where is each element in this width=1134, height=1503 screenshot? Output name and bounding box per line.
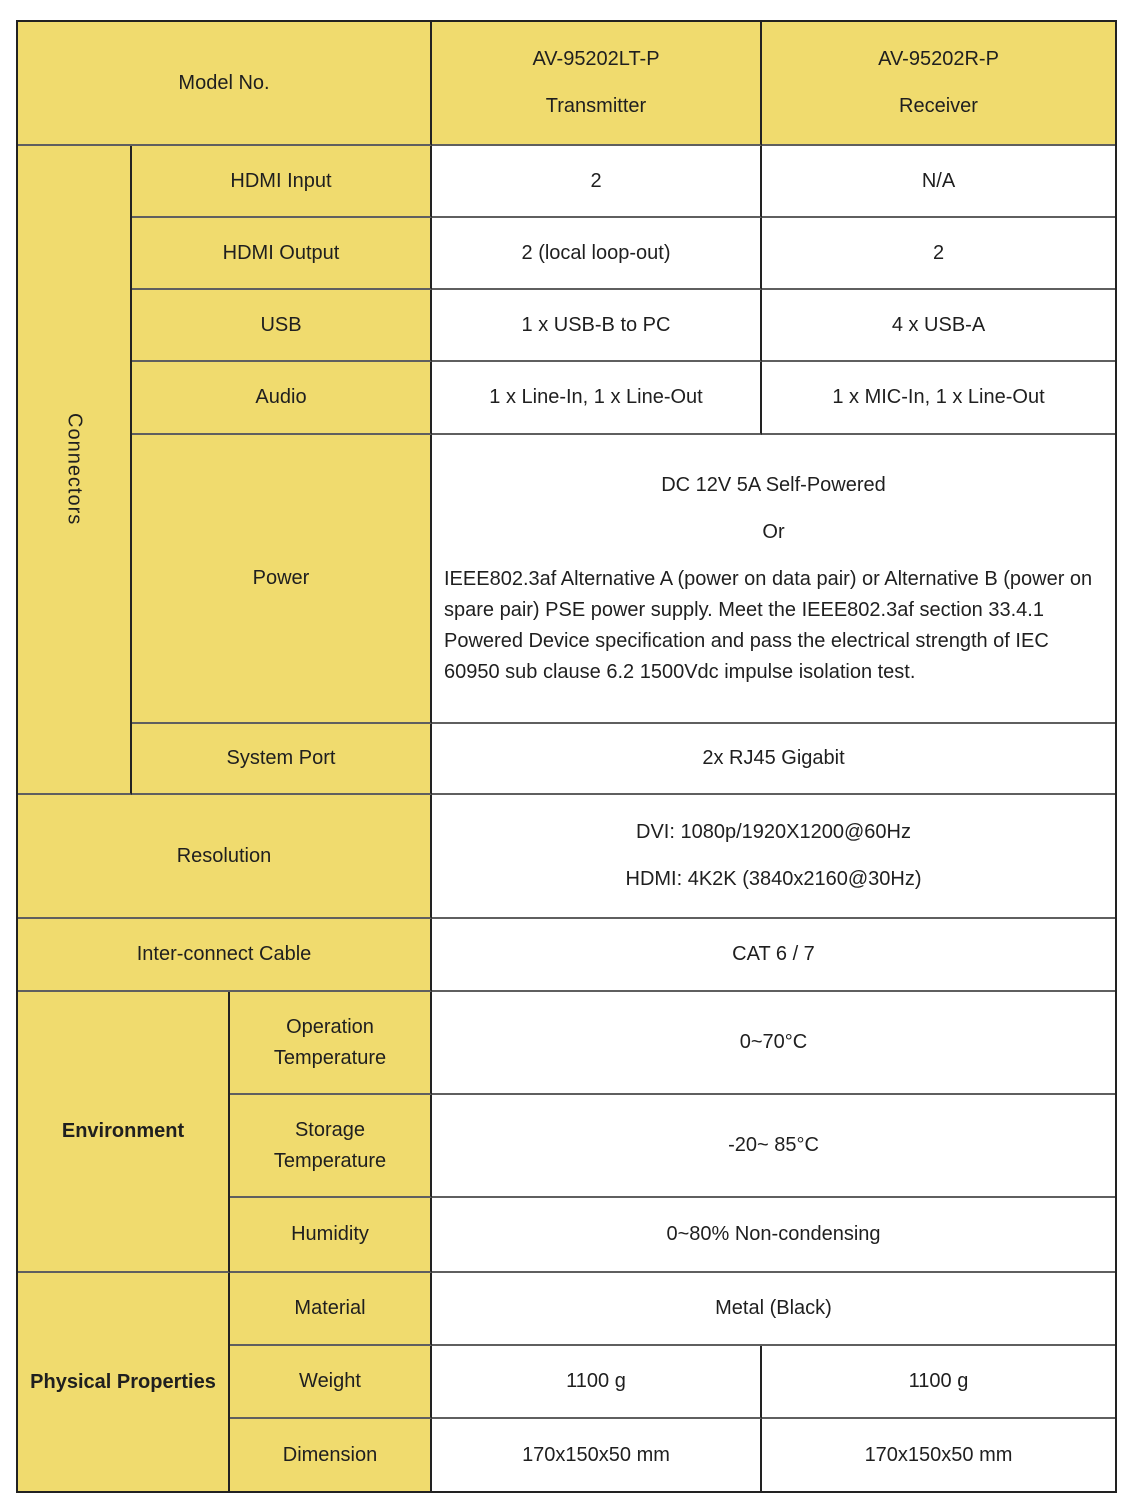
receiver-model: AV-95202R-P	[878, 48, 999, 70]
storage-temperature-label-cell: Storage Temperature	[230, 1095, 432, 1198]
hdmi-input-transmitter-cell: 2	[432, 146, 762, 218]
humidity-value-cell: 0~80% Non-condensing	[432, 1198, 1115, 1273]
humidity-label: Humidity	[291, 1223, 369, 1245]
physical-properties-group-cell: Physical Properties	[18, 1273, 230, 1491]
hdmi-input-label-cell: HDMI Input	[132, 146, 432, 218]
hdmi-output-label: HDMI Output	[222, 241, 340, 264]
dimension-label: Dimension	[282, 1443, 378, 1466]
dimension-transmitter-cell: 170x150x50 mm	[432, 1419, 762, 1491]
resolution-label: Resolution	[176, 844, 272, 867]
hdmi-output-transmitter-value: 2 (local loop-out)	[521, 241, 671, 264]
inter-connect-cable-value: CAT 6 / 7	[732, 943, 815, 965]
weight-transmitter-value: 1100 g	[566, 1370, 626, 1392]
resolution-hdmi-value: HDMI: 4K2K (3840x2160@30Hz)	[625, 868, 922, 890]
audio-receiver-cell: 1 x MIC-In, 1 x Line-Out	[762, 362, 1115, 435]
hdmi-input-transmitter-value: 2	[590, 169, 602, 192]
environment-group-cell: Environment	[18, 992, 230, 1273]
model-no-header-cell: Model No.	[18, 22, 432, 146]
power-option2-paragraph: IEEE802.3af Alternative A (power on data…	[444, 567, 1093, 683]
usb-transmitter-cell: 1 x USB-B to PC	[432, 290, 762, 362]
storage-temperature-value: -20~ 85°C	[728, 1134, 819, 1156]
receiver-header-cell: AV-95202R-P Receiver	[762, 22, 1115, 146]
dimension-receiver-cell: 170x150x50 mm	[762, 1419, 1115, 1491]
material-value-cell: Metal (Black)	[432, 1273, 1115, 1346]
weight-transmitter-cell: 1100 g	[432, 1346, 762, 1419]
weight-label: Weight	[299, 1370, 361, 1392]
material-label: Material	[294, 1297, 366, 1319]
usb-receiver-value: 4 x USB-A	[891, 313, 986, 336]
transmitter-model: AV-95202LT-P	[532, 48, 660, 70]
hdmi-input-label: HDMI Input	[230, 169, 332, 192]
audio-transmitter-value: 1 x Line-In, 1 x Line-Out	[489, 386, 703, 408]
resolution-dvi-value: DVI: 1080p/1920X1200@60Hz	[636, 821, 911, 843]
power-option1: DC 12V 5A Self-Powered	[661, 473, 886, 496]
hdmi-output-receiver-value: 2	[932, 241, 945, 264]
power-label: Power	[252, 567, 310, 589]
dimension-receiver-value: 170x150x50 mm	[864, 1443, 1013, 1466]
weight-label-cell: Weight	[230, 1346, 432, 1419]
system-port-value: 2x RJ45 Gigabit	[702, 747, 845, 769]
receiver-type-label: Receiver	[899, 95, 978, 117]
inter-connect-cable-label-cell: Inter-connect Cable	[18, 919, 432, 992]
weight-receiver-cell: 1100 g	[762, 1346, 1115, 1419]
transmitter-header-cell: AV-95202LT-P Transmitter	[432, 22, 762, 146]
audio-transmitter-cell: 1 x Line-In, 1 x Line-Out	[432, 362, 762, 435]
operation-temperature-label-cell: Operation Temperature	[230, 992, 432, 1095]
connectors-group-label: Connectors	[63, 413, 86, 526]
system-port-label: System Port	[226, 747, 336, 769]
resolution-label-cell: Resolution	[18, 795, 432, 919]
power-value-cell: DC 12V 5A Self-Powered Or IEEE802.3af Al…	[432, 435, 1115, 724]
operation-temperature-value-cell: 0~70°C	[432, 992, 1115, 1095]
model-no-label: Model No.	[178, 71, 270, 94]
inter-connect-cable-value-cell: CAT 6 / 7	[432, 919, 1115, 992]
weight-receiver-value: 1100 g	[908, 1370, 969, 1392]
usb-label: USB	[260, 313, 302, 336]
dimension-transmitter-value: 170x150x50 mm	[522, 1443, 670, 1466]
hdmi-input-receiver-value: N/A	[921, 169, 956, 192]
usb-label-cell: USB	[132, 290, 432, 362]
spec-table: Model No. AV-95202LT-P Transmitter AV-95…	[16, 20, 1117, 1493]
storage-temperature-label: Storage Temperature	[273, 1118, 387, 1172]
operation-temperature-label: Operation Temperature	[273, 1015, 387, 1069]
storage-temperature-value-cell: -20~ 85°C	[432, 1095, 1115, 1198]
power-separator: Or	[762, 520, 785, 543]
usb-transmitter-value: 1 x USB-B to PC	[521, 313, 671, 336]
audio-receiver-value: 1 x MIC-In, 1 x Line-Out	[832, 386, 1045, 408]
material-label-cell: Material	[230, 1273, 432, 1346]
system-port-label-cell: System Port	[132, 724, 432, 795]
dimension-label-cell: Dimension	[230, 1419, 432, 1491]
transmitter-type-label: Transmitter	[545, 95, 647, 117]
physical-properties-group-label: Physical Properties	[30, 1370, 216, 1393]
humidity-label-cell: Humidity	[230, 1198, 432, 1273]
connectors-group-cell: Connectors	[18, 146, 132, 795]
hdmi-output-transmitter-cell: 2 (local loop-out)	[432, 218, 762, 290]
resolution-value-cell: DVI: 1080p/1920X1200@60Hz HDMI: 4K2K (38…	[432, 795, 1115, 919]
audio-label-cell: Audio	[132, 362, 432, 435]
hdmi-output-label-cell: HDMI Output	[132, 218, 432, 290]
system-port-value-cell: 2x RJ45 Gigabit	[432, 724, 1115, 795]
inter-connect-cable-label: Inter-connect Cable	[136, 943, 312, 965]
operation-temperature-value: 0~70°C	[739, 1031, 808, 1053]
environment-group-label: Environment	[61, 1120, 185, 1142]
usb-receiver-cell: 4 x USB-A	[762, 290, 1115, 362]
humidity-value: 0~80% Non-condensing	[666, 1223, 881, 1245]
power-label-cell: Power	[132, 435, 432, 724]
audio-label: Audio	[255, 386, 307, 408]
hdmi-output-receiver-cell: 2	[762, 218, 1115, 290]
hdmi-input-receiver-cell: N/A	[762, 146, 1115, 218]
material-value: Metal (Black)	[715, 1297, 832, 1319]
